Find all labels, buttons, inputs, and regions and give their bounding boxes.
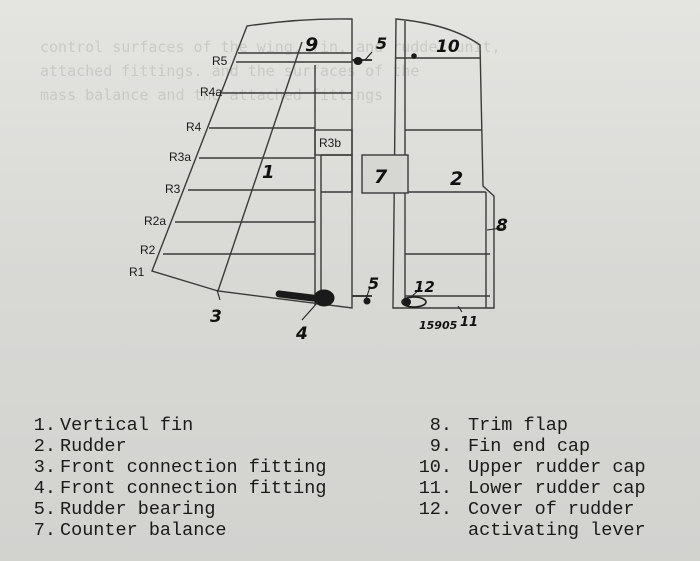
rudder-outline <box>392 18 495 309</box>
legend-item: 1.Vertical fin <box>24 415 326 436</box>
rib-label-r3: R3 <box>165 182 181 196</box>
legend-item: 12. Cover of rudder <box>410 499 646 520</box>
legend-item: 3.Front connection fitting <box>24 457 327 478</box>
legend-text: activating lever <box>468 520 646 541</box>
fin-main-spar <box>217 41 303 292</box>
legend-number: 2. <box>33 436 56 457</box>
legend-item: 2.Rudder <box>24 436 326 457</box>
legend-number: 8. <box>429 415 452 436</box>
legend-item: 5.Rudder bearing <box>24 499 326 520</box>
callout-10: 10 <box>436 37 460 57</box>
callout-9: 9 <box>305 34 318 56</box>
rib-label-r2a: R2a <box>144 214 166 228</box>
legend-item: 8. Trim flap <box>410 415 646 436</box>
legend-text: Vertical fin <box>60 415 194 436</box>
bleed-through-line-3: mass balance and the attached fittings <box>40 86 384 104</box>
legend-number: 7. <box>33 520 56 541</box>
legend-item: 11. Lower rudder cap <box>410 478 646 499</box>
callout-4: 4 <box>295 324 308 344</box>
legend-text: Front connection fitting <box>60 478 327 499</box>
legend-text: Lower rudder cap <box>468 478 646 499</box>
legend-item: activating lever <box>410 520 646 541</box>
rib-label-r2: R2 <box>140 243 156 257</box>
legend-number: 9. <box>429 436 452 457</box>
callout-5-bottom: 5 <box>368 274 379 293</box>
legend-item: 10. Upper rudder cap <box>410 457 646 478</box>
legend-text: Cover of rudder <box>468 499 635 520</box>
legend-text: Fin end cap <box>468 436 591 457</box>
callout-3: 3 <box>210 307 222 327</box>
upper-rudder-bearing <box>353 57 363 65</box>
legend-text: Rudder <box>60 436 127 457</box>
legend-item: 9. Fin end cap <box>410 436 646 457</box>
rib-label-r3a: R3a <box>169 150 191 164</box>
front-connection-fitting <box>313 289 335 307</box>
rib-label-r4: R4 <box>186 120 202 134</box>
legend-right: 8. Trim flap 9. Fin end cap 10. Upper rudde… <box>410 415 646 541</box>
legend-text: Rudder bearing <box>60 499 216 520</box>
legend-text: Trim flap <box>468 415 568 436</box>
rib-label-r1: R1 <box>129 265 145 279</box>
legend-number: 1. <box>33 415 56 436</box>
legend-text: Front connection fitting <box>60 457 327 478</box>
legend-number: 5. <box>33 499 56 520</box>
callout-2: 2 <box>450 168 463 190</box>
counter-balance <box>361 154 409 194</box>
lower-rudder-bearing <box>363 297 371 305</box>
legend-left: 1.Vertical fin 2.Rudder 3.Front connecti… <box>24 415 327 541</box>
legend-number: 3. <box>33 457 56 478</box>
callout-5-top: 5 <box>376 34 387 53</box>
legend-number: 4. <box>33 478 56 499</box>
callout-12: 12 <box>414 278 435 296</box>
legend-number <box>410 520 452 541</box>
legend-item: 7.Counter balance <box>24 520 326 541</box>
callout-1: 1 <box>262 162 275 183</box>
callout-11: 11 <box>460 315 478 330</box>
legend-text: Upper rudder cap <box>468 457 646 478</box>
legend-number: 11. <box>418 478 452 499</box>
bleed-through-line-1: control surfaces of the wing, fin. and r… <box>40 38 501 56</box>
rib-label-r3b: R3b <box>319 136 341 150</box>
legend-number: 10. <box>418 457 452 478</box>
rib-label-r5: R5 <box>212 54 228 68</box>
callout-8: 8 <box>496 216 508 236</box>
drawing-number: 15905 <box>419 319 458 332</box>
legend-item: 4.Front connection fitting <box>24 478 327 499</box>
callout-7: 7 <box>374 166 388 188</box>
vertical-fin-outline <box>151 18 353 309</box>
rib-label-r4a: R4a <box>200 85 222 99</box>
legend-text: Counter balance <box>60 520 227 541</box>
legend-number: 12. <box>418 499 452 520</box>
fin-rudder-diagram: R5 R4a R4 R3a R3 R2a R2 R1 R3b 9 5 10 1 … <box>129 18 508 344</box>
rudder-lever-cover <box>401 296 427 308</box>
